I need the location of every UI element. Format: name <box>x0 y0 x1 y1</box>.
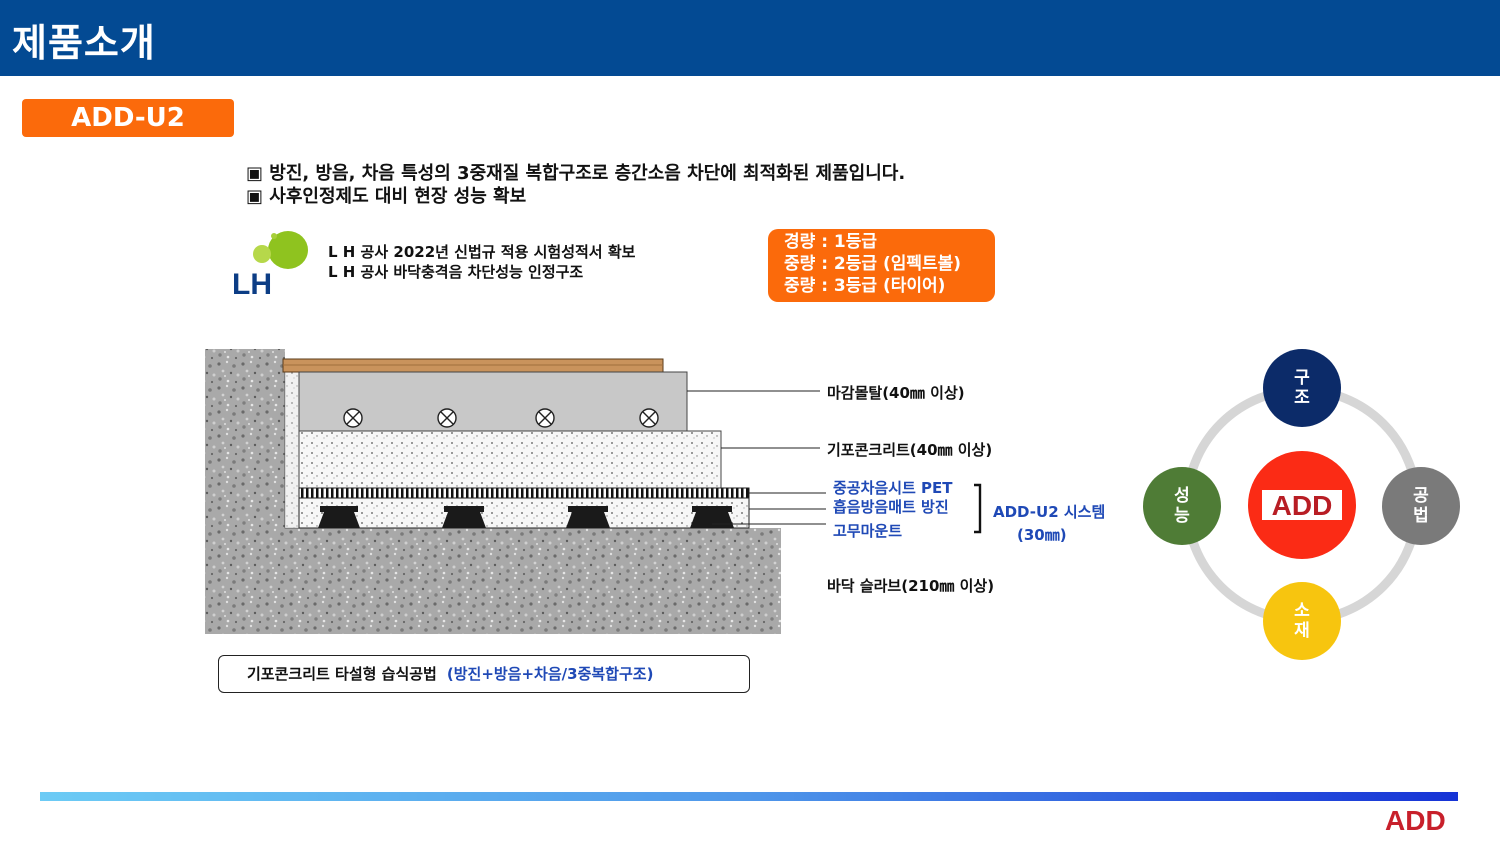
lh-logo-text: LH <box>232 268 272 298</box>
circle-performance-label: 성능 <box>1174 486 1190 526</box>
circle-structure: 구조 <box>1263 349 1341 427</box>
grade-item: 중량 : 2등급 (임펙트볼) <box>784 254 962 274</box>
grade-box: 경량 : 1등급 중량 : 2등급 (임펙트볼) 중량 : 3등급 (타이어) <box>768 229 995 302</box>
circle-material-label: 소재 <box>1294 601 1310 641</box>
add-logo-center-text: ADD <box>1272 490 1333 520</box>
label-finish-mortar: 마감몰탈(40㎜ 이상) <box>827 384 965 402</box>
footer-gradient-line <box>40 792 1458 801</box>
page-title: 제품소개 <box>12 21 156 65</box>
label-pet-sheet: 중공차음시트 PET <box>833 479 953 497</box>
intro-line: ▣ 사후인정제도 대비 현장 성능 확보 <box>246 186 527 207</box>
intro-line: ▣ 방진, 방음, 차음 특성의 3중재질 복합구조로 층간소음 차단에 최적화… <box>246 163 906 184</box>
circle-material: 소재 <box>1263 582 1341 660</box>
footer-add-logo: ADD <box>1385 806 1446 832</box>
label-system-thickness: (30㎜) <box>1017 526 1067 544</box>
grade-item: 경량 : 1등급 <box>784 232 878 252</box>
label-slab: 바닥 슬라브(210㎜ 이상) <box>827 577 995 595</box>
model-badge: ADD-U2 <box>22 99 234 137</box>
circle-method-label: 공법 <box>1413 486 1429 526</box>
method-label: 기포콘크리트 타설형 습식공법 <box>247 665 437 683</box>
label-system-name: ADD-U2 시스템 <box>993 503 1106 521</box>
circle-structure-label: 구조 <box>1294 368 1310 408</box>
grade-item: 중량 : 3등급 (타이어) <box>784 276 946 296</box>
circle-performance: 성능 <box>1143 467 1221 545</box>
header-bar: 제품소개 <box>0 0 1500 76</box>
circle-method: 공법 <box>1382 467 1460 545</box>
method-box: 기포콘크리트 타설형 습식공법 (방진+방음+차음/3중복합구조) <box>218 655 750 693</box>
lh-line: L H 공사 2022년 신법규 적용 시험성적서 확보 <box>328 243 636 261</box>
lh-line: L H 공사 바닥충격음 차단성능 인정구조 <box>328 263 584 281</box>
label-mat: 흡음방음매트 방진 <box>833 498 949 516</box>
lh-certification: L H 공사 2022년 신법규 적용 시험성적서 확보 L H 공사 바닥충격… <box>328 242 635 282</box>
footer-logo-text: ADD <box>1385 806 1446 832</box>
label-rubber-mount: 고무마운트 <box>833 522 903 540</box>
add-logo-center: ADD <box>1262 490 1342 520</box>
method-detail: (방진+방음+차음/3중복합구조) <box>446 665 654 683</box>
intro-text: ▣ 방진, 방음, 차음 특성의 3중재질 복합구조로 층간소음 차단에 최적화… <box>246 162 905 208</box>
center-circle: ADD <box>1248 451 1356 559</box>
label-foam-concrete: 기포콘크리트(40㎜ 이상) <box>827 441 993 459</box>
lh-logo: LH <box>232 231 308 298</box>
